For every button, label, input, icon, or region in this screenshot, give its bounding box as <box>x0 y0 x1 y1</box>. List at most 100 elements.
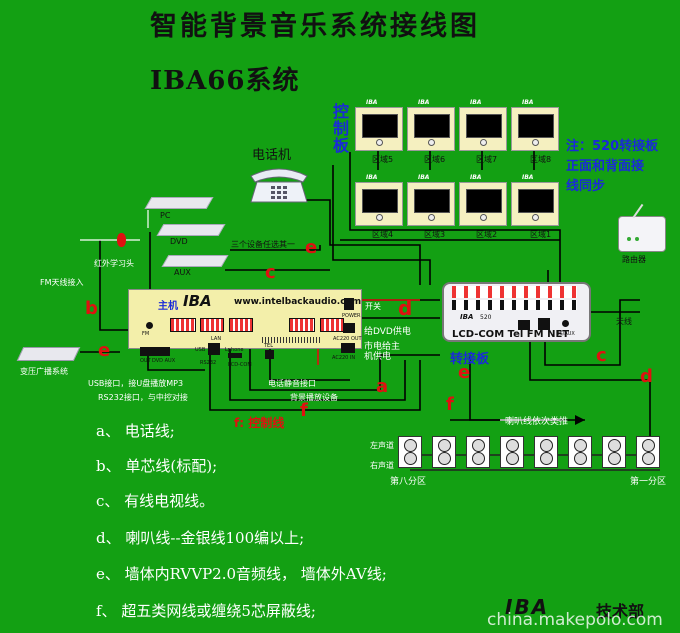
zone-label: 区域1 <box>530 230 552 239</box>
ac-out-socket[interactable] <box>343 323 355 333</box>
control-panel-zone6[interactable]: IBA <box>407 99 455 151</box>
ac-in-socket[interactable] <box>341 343 355 353</box>
lan-port[interactable] <box>208 343 220 355</box>
control-panel-zone8[interactable]: IBA <box>511 99 559 151</box>
legend-item-f: f、 超五类网线或缠绕5芯屏蔽线; <box>96 602 316 620</box>
control-panel-label: 控 制 板 <box>333 102 350 155</box>
tel-port[interactable] <box>265 350 274 359</box>
ir-label: 红外学习头 <box>94 259 134 268</box>
control-panel-zone4[interactable]: IBA <box>355 174 403 226</box>
switch-label: 开关 <box>365 302 381 311</box>
out-port-label: OUT <box>140 358 151 364</box>
three-device-note: 三个设备任选其一 <box>231 240 295 249</box>
wire-letter-a: a <box>376 376 389 397</box>
host-ports-2 <box>200 318 224 332</box>
lphone-port-label: Lphone <box>225 347 244 353</box>
aux-label: AUX <box>174 268 191 277</box>
power-switch[interactable] <box>344 298 354 310</box>
pc-device <box>144 197 214 209</box>
host-logo: IBA <box>183 292 212 310</box>
legend-item-e: e、 墙体内RVVP2.0音频线， 墙体外AV线; <box>96 565 387 583</box>
antenna-label: 天线 <box>616 317 632 326</box>
fm-port-label: FM <box>142 331 150 337</box>
rs-jack[interactable] <box>562 320 569 327</box>
speaker-line-annotation: 喇叭线依次类推 <box>505 417 569 427</box>
zone-label: 区域3 <box>424 230 446 239</box>
ir-sensor-icon <box>117 233 126 247</box>
aux-device <box>161 255 229 267</box>
bgm-annotation: 背景播放设备 <box>290 393 338 402</box>
speaker <box>602 436 626 468</box>
control-panel-zone5[interactable]: IBA <box>355 99 403 151</box>
adapter-rs-label: RS/AUX <box>556 331 575 337</box>
diagram-title: 智能背景音乐系统接线图 <box>150 11 480 42</box>
wire-letter-f: f <box>446 394 454 415</box>
host-ports-4 <box>289 318 315 332</box>
fm-port[interactable] <box>146 322 153 329</box>
pc-label: PC <box>160 211 171 220</box>
control-panel-zone7[interactable]: IBA <box>459 99 507 151</box>
broadcast-label: 变压广播系统 <box>20 367 68 376</box>
control-panel-zone2[interactable]: IBA <box>459 174 507 226</box>
speaker-zone8 <box>398 436 422 468</box>
telephone-label: 电话机 <box>252 148 292 163</box>
host-label: 主机 <box>158 301 178 312</box>
speaker <box>432 436 456 468</box>
wire-letter-b: b <box>85 298 98 319</box>
wire-letter-e: e <box>305 237 318 258</box>
adapter-jacks-top <box>452 286 577 298</box>
zone-1-label: 第一分区 <box>630 477 667 487</box>
wire-letter-e: e <box>98 340 111 361</box>
lphone-port[interactable] <box>228 353 242 358</box>
zone-label: 区域5 <box>372 155 394 164</box>
audio-port-block[interactable] <box>140 347 170 356</box>
net-jack[interactable] <box>538 318 550 330</box>
fm-jack[interactable] <box>518 320 530 330</box>
legend-item-c: c、 有线电视线。 <box>96 492 215 510</box>
city-power-label: 市电给主 机供电 <box>364 342 401 362</box>
wire-letter-d: d <box>640 366 653 387</box>
broadcast-system <box>16 347 81 361</box>
tel-port-label: TEL <box>264 343 273 349</box>
zone-label: 区域6 <box>424 155 446 164</box>
watermark: china.makepolo.com <box>487 610 663 630</box>
usb-annotation: USB接口，接U盘播放MP3 <box>88 379 184 388</box>
zone-label: 区域8 <box>530 155 552 164</box>
adapter-label: 转接板 <box>450 352 490 367</box>
right-channel-label: 右声道 <box>370 461 394 470</box>
ac-in-label: AC220 IN <box>332 355 356 361</box>
rs232-port-label: RS232 <box>200 360 217 366</box>
ac-out-label: AC220 OUT <box>333 336 362 342</box>
usb-port-label: USB <box>195 347 206 353</box>
dvdaux-port-label: DVD AUX <box>152 358 176 364</box>
wire-letter-d: d <box>398 296 413 320</box>
host-url: www.intelbackaudio.com <box>234 297 362 307</box>
footer-logo: IBA <box>505 595 550 619</box>
speaker <box>500 436 524 468</box>
adapter-jacks-mid <box>452 300 577 310</box>
wire-letter-c: c <box>596 345 607 366</box>
adapter-logo: IBA <box>460 313 474 321</box>
host-ports-3 <box>229 318 253 332</box>
legend-item-a: a、 电话线; <box>96 422 175 440</box>
adapter-note: 注：520转接板 正面和背面接 线同步 <box>566 139 659 194</box>
control-line-annotation: f: 控制线 <box>234 416 285 430</box>
rs232-annotation: RS232接口，与中控对接 <box>98 393 188 402</box>
zone-label: 区域7 <box>476 155 498 164</box>
fm-antenna-label: FM天线接入 <box>40 278 84 287</box>
control-panel-zone1[interactable]: IBA <box>511 174 559 226</box>
wire-letter-e: e <box>458 362 471 383</box>
dvd-device <box>156 224 226 236</box>
adapter-ports-label: LCD-COM Tel FM NET <box>452 329 570 340</box>
wire-letter-c: c <box>265 262 276 283</box>
control-panel-zone3[interactable]: IBA <box>407 174 455 226</box>
zone-label: 区域2 <box>476 230 498 239</box>
dvd-label: DVD <box>170 237 188 246</box>
footer-department: 技术部 <box>596 602 645 621</box>
wire-letter-f: f <box>300 400 308 421</box>
legend-item-b: b、 单芯线(标配); <box>96 457 218 475</box>
speaker <box>466 436 490 468</box>
adapter-model: 520 <box>480 314 492 321</box>
speaker <box>568 436 592 468</box>
